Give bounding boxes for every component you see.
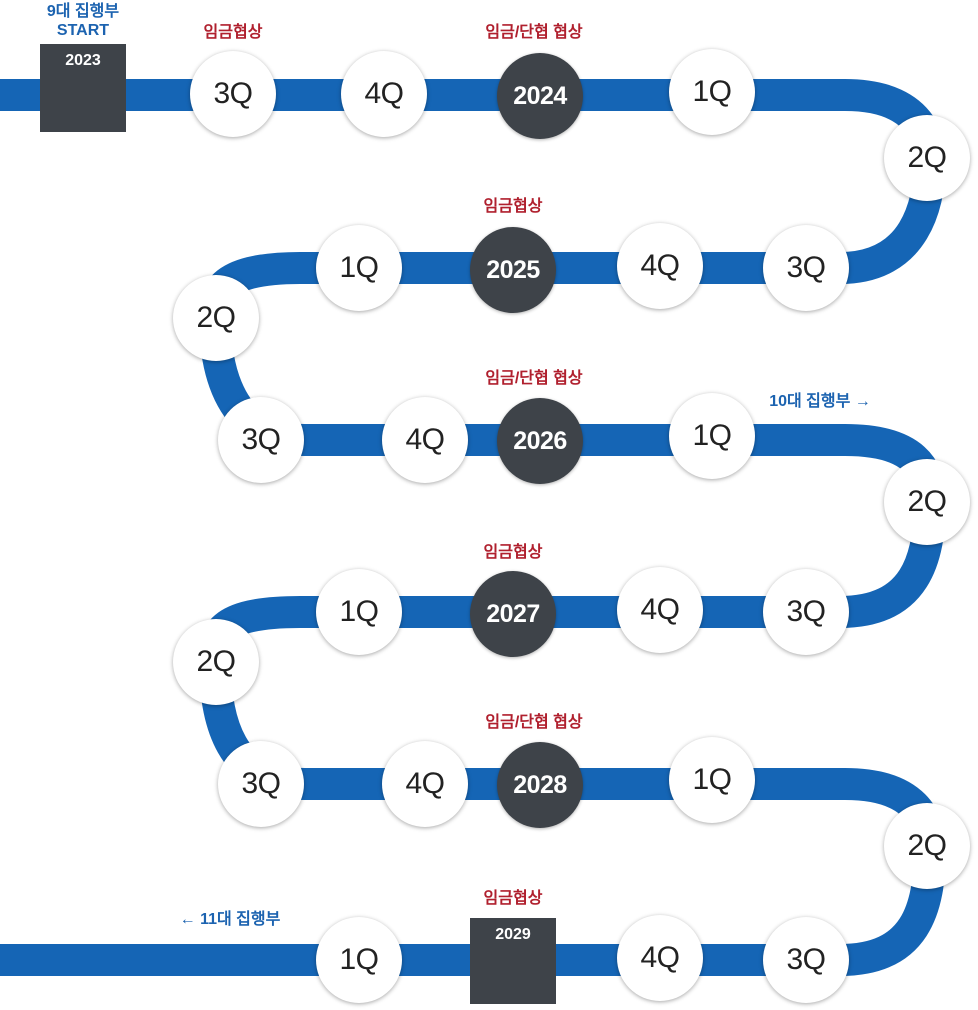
node-2025-2q: 2Q xyxy=(173,275,259,361)
node-2025-3q: 3Q xyxy=(218,397,304,483)
node-2026-2q: 2Q xyxy=(884,459,970,545)
node-year-2027: 2027 xyxy=(470,571,556,657)
start-year: 2023 xyxy=(65,52,101,69)
node-2027-1q: 1Q xyxy=(316,569,402,655)
node-2028-4q: 4Q xyxy=(617,915,703,1001)
start-label-line1: 9대 집행부 xyxy=(46,3,120,20)
track-line xyxy=(0,79,947,976)
node-2027-4q: 4Q xyxy=(382,741,468,827)
node-2029-1q: 1Q xyxy=(316,917,402,1003)
label-wage-collective-2028: 임금/단협 협상 xyxy=(485,714,583,731)
end-year: 2029 xyxy=(495,926,531,943)
label-wage-collective-2026: 임금/단협 협상 xyxy=(485,370,583,387)
node-2023-3q: 3Q xyxy=(190,51,276,137)
label-11th-committee: ← 11대 집행부 xyxy=(179,911,281,928)
label-wage-2023: 임금협상 xyxy=(203,24,263,41)
end-year-block: 2029 xyxy=(470,918,556,1004)
start-label-line2: START xyxy=(56,22,110,39)
node-2024-1q: 1Q xyxy=(669,49,755,135)
start-label: 9대 집행부 START xyxy=(23,2,143,40)
node-2027-2q: 2Q xyxy=(173,619,259,705)
node-2027-3q: 3Q xyxy=(218,741,304,827)
node-year-2026: 2026 xyxy=(497,398,583,484)
label-wage-2025: 임금협상 xyxy=(483,198,543,215)
label-10th-committee: 10대 집행부 → xyxy=(769,393,871,410)
node-year-2028: 2028 xyxy=(497,742,583,828)
node-2028-1q: 1Q xyxy=(669,737,755,823)
node-2026-4q: 4Q xyxy=(617,567,703,653)
node-2024-3q: 3Q xyxy=(763,225,849,311)
node-2023-4q: 4Q xyxy=(341,51,427,137)
node-2028-3q: 3Q xyxy=(763,917,849,1003)
node-2028-2q: 2Q xyxy=(884,803,970,889)
node-2024-4q: 4Q xyxy=(617,223,703,309)
node-2024-2q: 2Q xyxy=(884,115,970,201)
label-wage-2029: 임금협상 xyxy=(483,890,543,907)
label-wage-collective-2024: 임금/단협 협상 xyxy=(485,24,583,41)
node-2025-4q: 4Q xyxy=(382,397,468,483)
node-2025-1q: 1Q xyxy=(316,225,402,311)
node-2026-3q: 3Q xyxy=(763,569,849,655)
start-year-block: 2023 xyxy=(40,44,126,132)
label-wage-2027: 임금협상 xyxy=(483,544,543,561)
node-2026-1q: 1Q xyxy=(669,393,755,479)
node-year-2025: 2025 xyxy=(470,227,556,313)
node-year-2024: 2024 xyxy=(497,53,583,139)
